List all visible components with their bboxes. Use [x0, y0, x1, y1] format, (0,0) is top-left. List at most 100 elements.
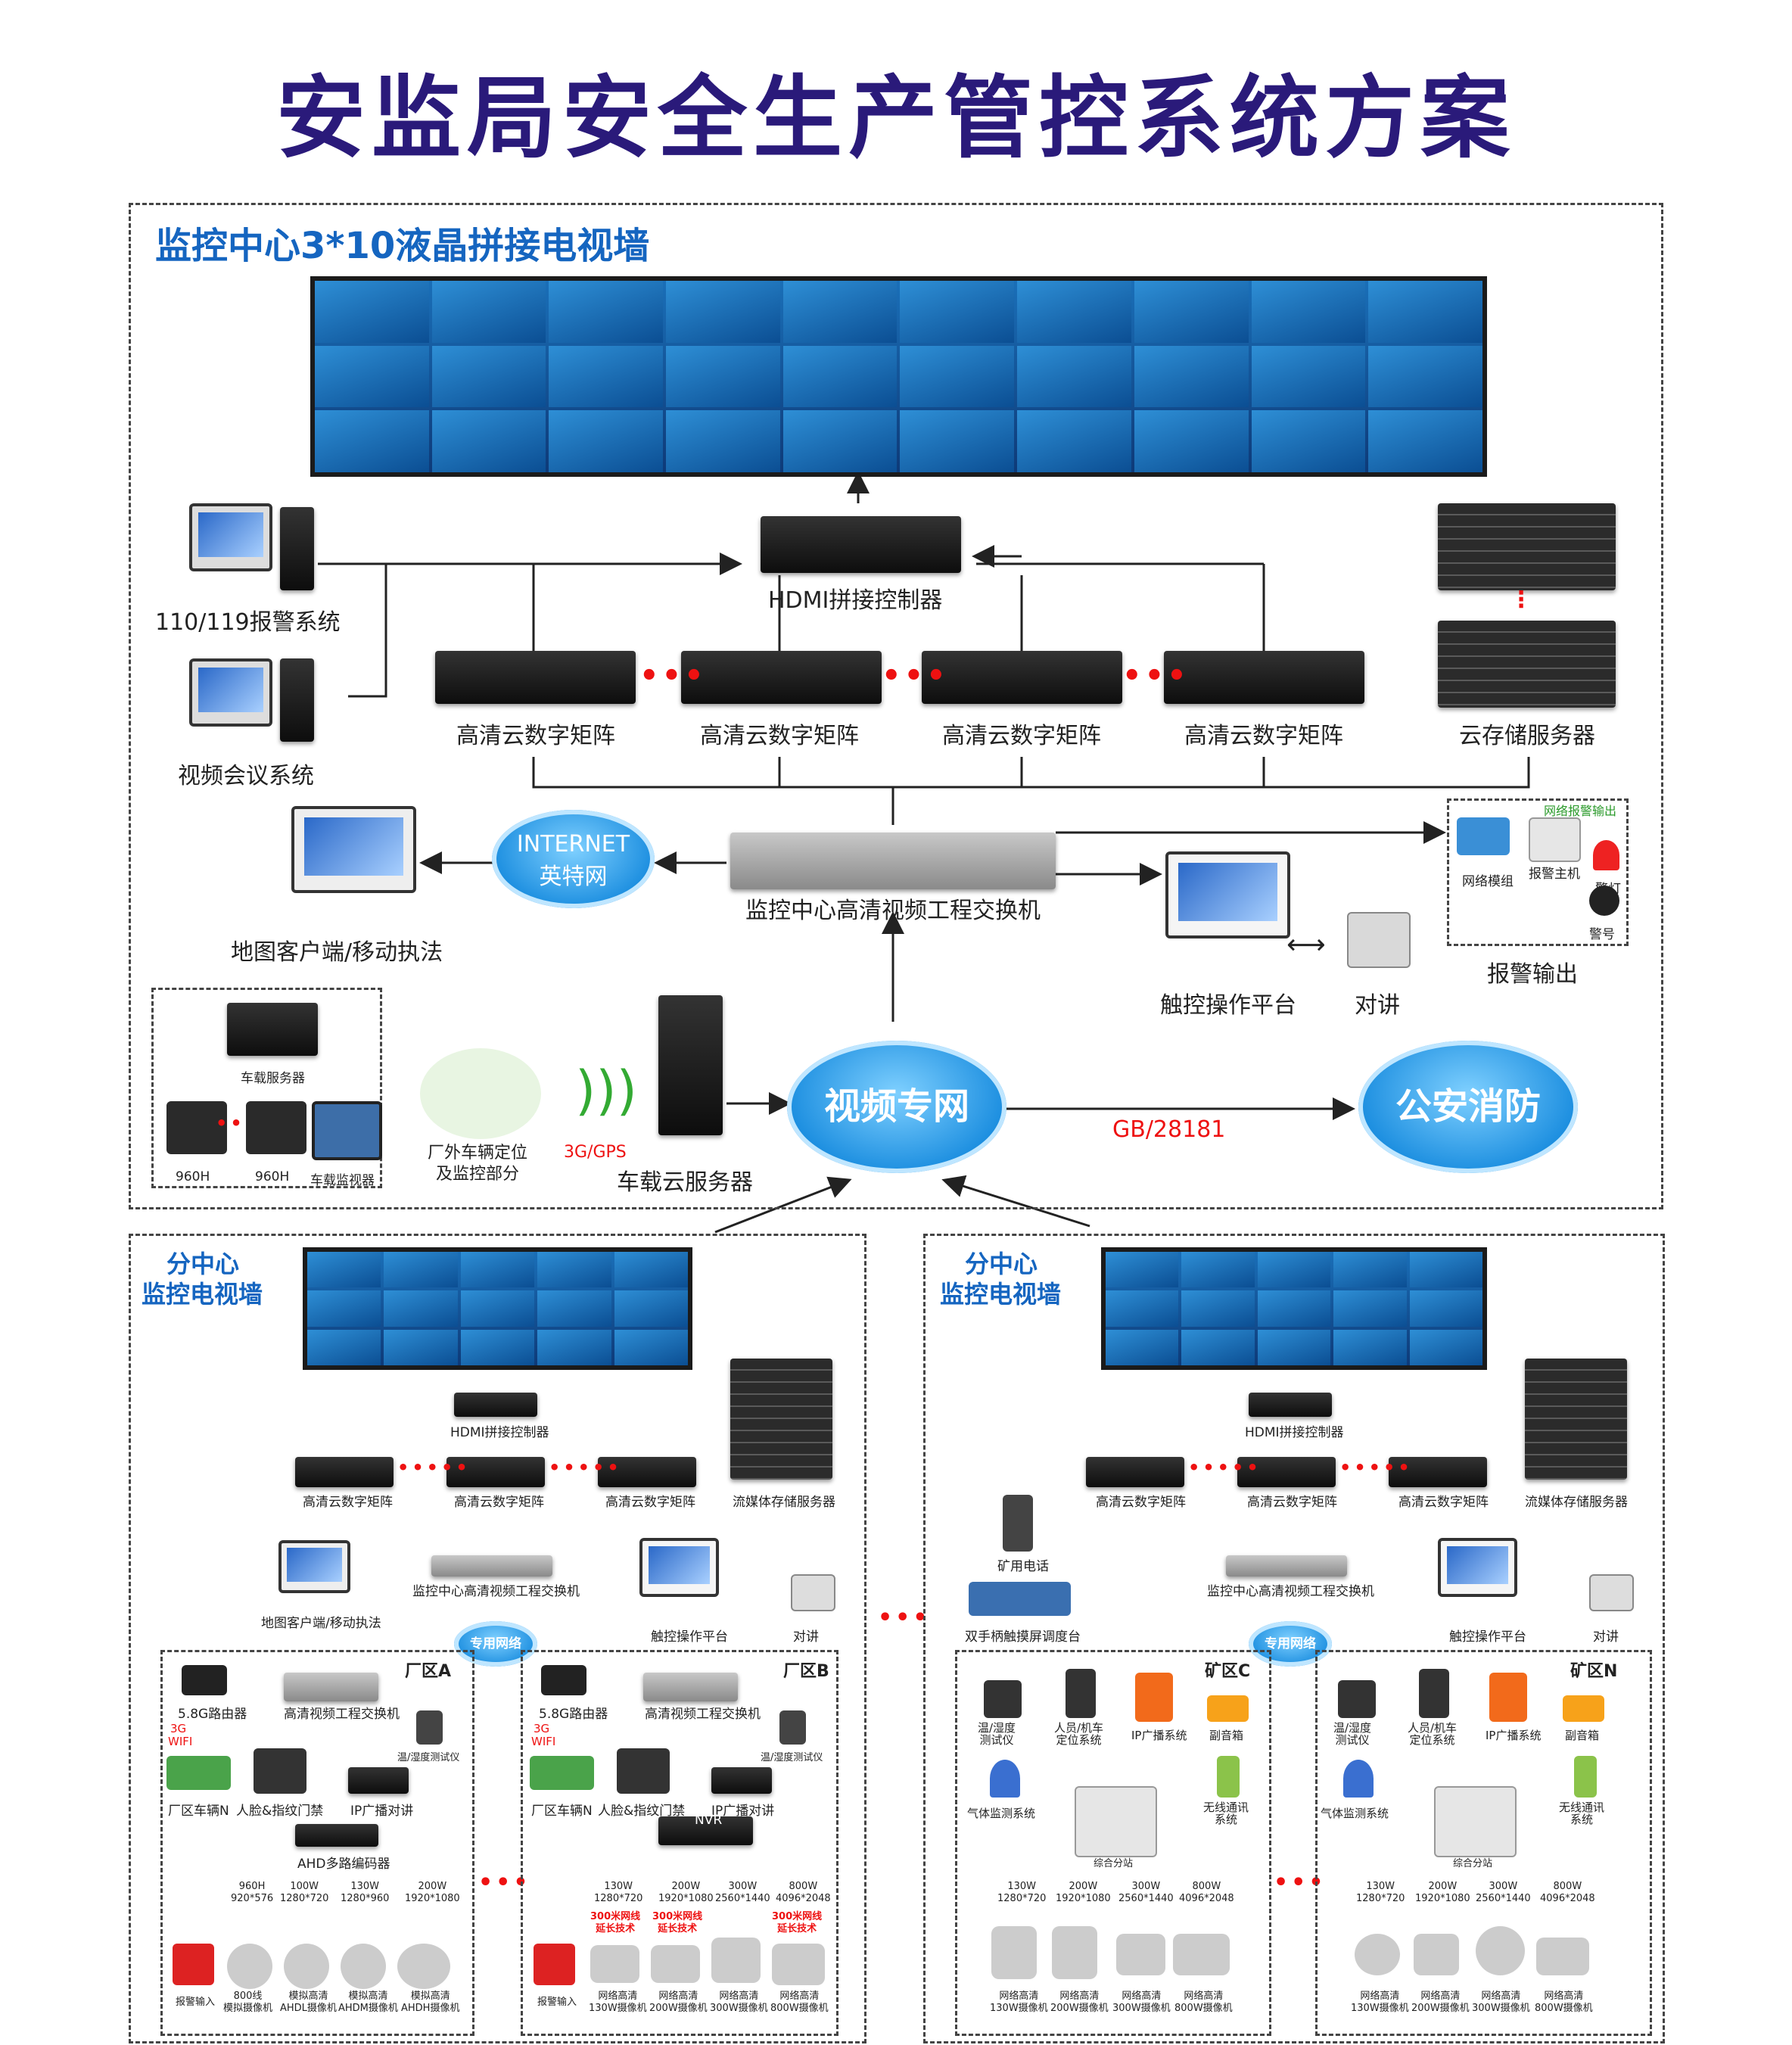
camera-icon [590, 1945, 639, 1983]
access-label: 人脸&指纹门禁 [598, 1804, 686, 1819]
zone-b-title: 厂区B [783, 1662, 829, 1681]
ip-phone-icon [1135, 1673, 1173, 1722]
matrix-label: 高清云数字矩阵 [1184, 723, 1343, 749]
camera-icon [772, 1944, 825, 1985]
left-touch-label: 触控操作平台 [651, 1629, 728, 1645]
zone-n-ip: IP广播系统 [1486, 1729, 1542, 1742]
router-label: 5.8G路由器 [178, 1707, 247, 1722]
dev-label: 网络高清 300W摄像机 [1112, 1991, 1171, 2014]
police-light-icon [1593, 840, 1619, 870]
ellipsis-dots: ••• [878, 1605, 931, 1631]
ellipsis-dots: ••• [639, 658, 707, 693]
left-map-client-label: 地图客户端/移动执法 [261, 1616, 381, 1631]
wifi-label-2: WIFI [168, 1735, 193, 1748]
camera-icon [397, 1944, 450, 1989]
zone-n-temp: 温/湿度 测试仪 [1333, 1721, 1372, 1747]
pc-tower-icon-2 [280, 658, 314, 742]
right-matrix-1 [1086, 1457, 1184, 1487]
encoder-label: AHD多路编码器 [297, 1857, 390, 1872]
section-title: 监控中心3*10液晶拼接电视墙 [155, 225, 650, 267]
right-intercom-label: 对讲 [1593, 1629, 1619, 1645]
alarm-net-out-label: 网络报警输出 [1544, 804, 1617, 818]
video-net-cloud-icon: 视频专网 [787, 1041, 1006, 1173]
police-light-label: 警灯 [1595, 882, 1621, 897]
alarm-input-icon [534, 1944, 575, 1985]
dispatch-console-icon [969, 1582, 1071, 1616]
camera-icon [651, 1945, 700, 1983]
camera-icon [711, 1938, 761, 1983]
wifi-label-1: 3G [534, 1722, 550, 1735]
ellipsis-dots: ••• [1274, 1869, 1327, 1896]
dev-label: 网络高清 130W摄像机 [990, 1991, 1048, 2014]
zone-a-title: 厂区A [405, 1662, 452, 1681]
net-module-icon [1457, 817, 1510, 855]
camera-icon [341, 1944, 386, 1989]
ext-label: 300米网线 延长技术 [652, 1911, 703, 1935]
wireless-icon: ))) [575, 1060, 637, 1122]
gas-detector-icon [1343, 1760, 1374, 1798]
zone-c-sub: 综合分站 [1094, 1858, 1134, 1869]
right-touch-icon [1438, 1538, 1517, 1597]
right-intercom-icon [1589, 1574, 1634, 1611]
pc-tower-icon [280, 507, 314, 590]
alarm-output-label: 报警输出 [1487, 961, 1578, 988]
speaker-icon [1207, 1695, 1249, 1722]
alarm-output-box [1447, 798, 1629, 946]
intercom-label: 对讲 [1355, 992, 1400, 1019]
router-icon [541, 1665, 586, 1695]
encoder-icon [295, 1824, 378, 1847]
core-switch [730, 833, 1056, 889]
right-switch-label: 监控中心高清视频工程交换机 [1207, 1584, 1374, 1599]
substation-icon [1075, 1786, 1157, 1857]
vehicle-box [151, 988, 382, 1188]
left-subcenter-box [129, 1234, 866, 2043]
gb-label: GB/28181 [1112, 1116, 1226, 1143]
map-client-icon [291, 806, 416, 893]
right-touch-label: 触控操作平台 [1449, 1629, 1526, 1645]
hdmi-label: HDMI拼接控制器 [768, 587, 943, 614]
truck-icon [420, 1048, 541, 1139]
dev-label: 模拟高清 AHDM摄像机 [338, 1991, 398, 2014]
zone-n-person: 人员/机车 定位系统 [1408, 1721, 1458, 1747]
page-title: 安监局安全生产管控系统方案 [275, 66, 1516, 170]
thermometer-icon [416, 1710, 443, 1745]
ellipsis-dots: ••••• [1339, 1457, 1413, 1478]
ellipsis-dots: ••••• [549, 1457, 622, 1478]
zone-a-box [160, 1650, 474, 2036]
right-storage [1525, 1359, 1627, 1480]
temp-meter-icon [984, 1680, 1022, 1718]
zone-n-gas: 气体监测系统 [1321, 1807, 1389, 1820]
substation-icon [1434, 1786, 1517, 1857]
left-title-2: 监控电视墙 [142, 1280, 263, 1309]
zone-a-truck-label: 厂区车辆N [168, 1804, 229, 1819]
matrix-2 [681, 651, 882, 704]
left-matrix-label: 高清云数字矩阵 [303, 1495, 393, 1510]
ellipsis-dots: ••• [882, 658, 949, 693]
left-matrix-2 [446, 1457, 545, 1487]
right-private-net-icon: 专用网络 [1249, 1621, 1332, 1667]
access-label: 人脸&指纹门禁 [236, 1804, 324, 1819]
zone-n-sub: 综合分站 [1453, 1858, 1493, 1869]
locator-icon [1066, 1669, 1096, 1718]
dev-label: 网络高清 130W摄像机 [1351, 1991, 1409, 2014]
zone-n-wireless: 无线通讯 系统 [1559, 1801, 1605, 1826]
ip-phone-icon [1489, 1673, 1527, 1722]
right-matrix-label: 高清云数字矩阵 [1247, 1495, 1337, 1510]
left-private-net-label: 专用网络 [470, 1636, 521, 1651]
zone-c-temp: 温/湿度 测试仪 [978, 1721, 1016, 1747]
zone-n-speaker: 副音箱 [1565, 1729, 1600, 1742]
ellipsis-dots: ••••• [1188, 1457, 1262, 1478]
touch-platform-icon [1165, 851, 1290, 938]
right-title-2: 监控电视墙 [940, 1280, 1062, 1309]
